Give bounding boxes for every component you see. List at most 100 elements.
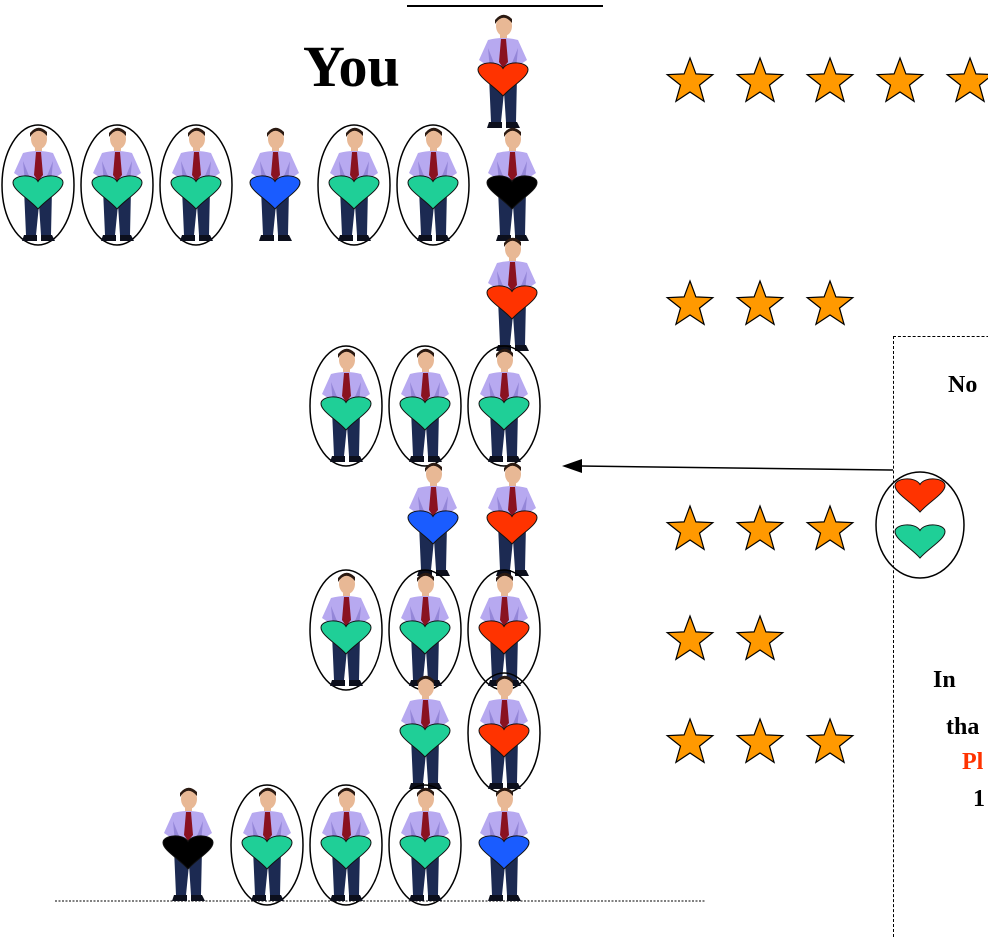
head — [181, 789, 197, 809]
heart-icon — [477, 62, 529, 97]
head — [339, 574, 355, 594]
hair — [496, 348, 513, 358]
head — [418, 789, 434, 809]
neck — [272, 147, 279, 152]
shoes — [172, 895, 205, 901]
selection-ellipse — [317, 124, 391, 246]
head — [497, 574, 513, 594]
selection-ellipse — [309, 569, 383, 691]
person-figure-row8-2 — [230, 784, 304, 906]
person-figure-row2-6 — [396, 124, 470, 246]
head — [31, 129, 47, 149]
head — [418, 574, 434, 594]
star-icon — [805, 56, 855, 103]
heart-icon — [478, 723, 530, 758]
head — [496, 16, 512, 36]
head — [189, 129, 205, 149]
neck — [509, 482, 516, 487]
neck — [35, 147, 42, 152]
tie — [508, 262, 517, 291]
person-figure-row8-4 — [388, 784, 462, 906]
person-figure-row5-2 — [486, 462, 538, 576]
note-heading: No — [948, 372, 978, 398]
person-figure-row4-2 — [388, 345, 462, 467]
heart-icon — [407, 510, 459, 545]
star-icon — [735, 56, 785, 103]
shoes — [409, 456, 442, 462]
heart-icon — [320, 835, 372, 870]
tie — [500, 812, 509, 841]
star-icon — [665, 614, 715, 661]
hair — [425, 127, 442, 137]
note-line-3: Pl — [962, 749, 984, 775]
heart-icon — [486, 510, 538, 545]
heart-icon — [399, 723, 451, 758]
neck — [343, 807, 350, 812]
star-icon — [875, 56, 925, 103]
star-icon — [805, 279, 855, 326]
heart-icon — [399, 835, 451, 870]
selection-ellipse — [80, 124, 154, 246]
person-figure-row2-2 — [80, 124, 154, 246]
tie — [500, 700, 509, 729]
neck — [422, 695, 429, 700]
head — [505, 239, 521, 259]
shoes — [251, 895, 284, 901]
head — [418, 677, 434, 697]
person-figure-row5-1 — [407, 462, 459, 576]
neck — [422, 592, 429, 597]
head — [505, 464, 521, 484]
tie — [499, 39, 508, 68]
legend-heart-group — [875, 471, 965, 579]
note-box — [893, 336, 988, 937]
person-figure-row2-4 — [249, 127, 301, 241]
tie — [500, 597, 509, 626]
tie — [342, 373, 351, 402]
hair — [417, 348, 434, 358]
neck — [501, 807, 508, 812]
head — [426, 464, 442, 484]
neck — [501, 368, 508, 373]
shoes — [409, 895, 442, 901]
tie — [421, 373, 430, 402]
hair — [346, 127, 363, 137]
person-figure-row4-1 — [309, 345, 383, 467]
neck — [185, 807, 192, 812]
selection-ellipse — [309, 784, 383, 906]
hair — [425, 462, 442, 472]
head — [426, 129, 442, 149]
hair — [495, 14, 512, 24]
heart-icon — [91, 175, 143, 210]
hair — [496, 572, 513, 582]
head — [347, 129, 363, 149]
neck — [422, 368, 429, 373]
person-figure-row1-1 — [477, 14, 529, 128]
tie — [429, 152, 438, 181]
shoes — [330, 680, 363, 686]
neck — [509, 147, 516, 152]
person-figure-row4-3 — [467, 345, 541, 467]
tie — [192, 152, 201, 181]
arrow-line — [579, 465, 894, 471]
head — [505, 129, 521, 149]
heart-icon — [478, 620, 530, 655]
hair — [417, 787, 434, 797]
person-figure-row2-1 — [1, 124, 75, 246]
heart-icon — [478, 835, 530, 870]
person-figure-row2-3 — [159, 124, 233, 246]
heart-icon — [12, 175, 64, 210]
tie — [184, 812, 193, 841]
heart-icon — [399, 620, 451, 655]
shoes — [22, 235, 55, 241]
note-line-1: In — [933, 667, 956, 693]
tie — [34, 152, 43, 181]
person-figure-row6-3 — [467, 569, 541, 691]
head — [497, 350, 513, 370]
tie — [113, 152, 122, 181]
heart-icon — [894, 478, 946, 513]
legend-ellipse — [875, 471, 965, 579]
neck — [114, 147, 121, 152]
star-icon — [805, 504, 855, 551]
heart-icon — [486, 175, 538, 210]
hair — [338, 348, 355, 358]
